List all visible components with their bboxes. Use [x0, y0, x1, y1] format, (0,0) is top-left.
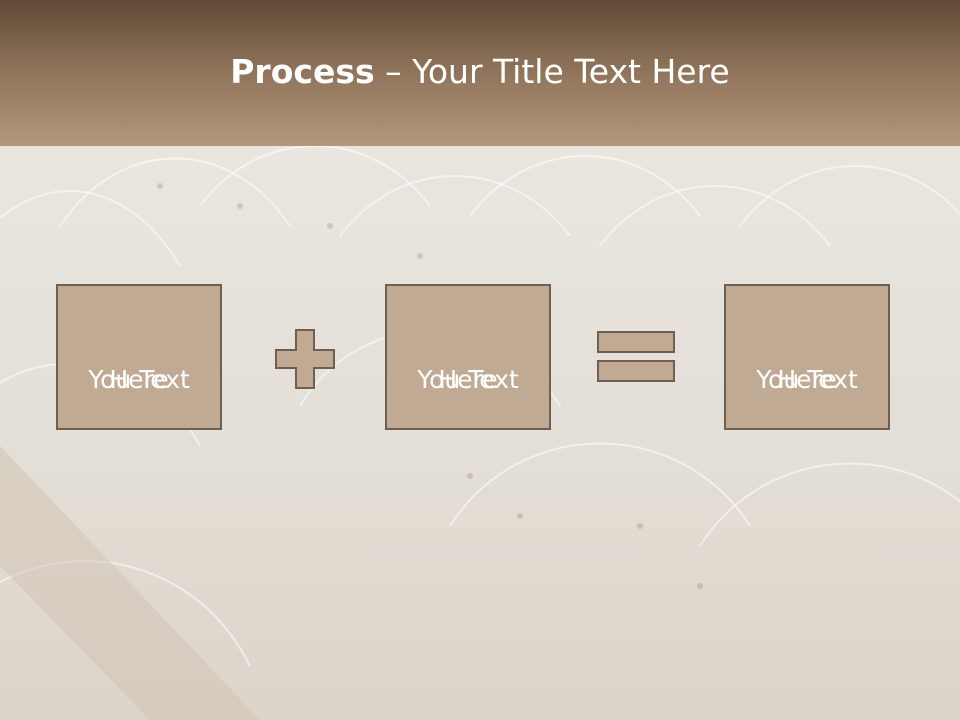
slide-title[interactable]: Process – Your Title Text Here [0, 52, 960, 91]
background-photo [0, 146, 960, 720]
equals-icon [597, 331, 675, 382]
title-bold: Process [230, 52, 375, 91]
greenhouse-tunnels-image [0, 146, 960, 720]
title-rest: – Your Title Text Here [374, 52, 730, 91]
plus-icon [275, 329, 335, 389]
header-band [0, 0, 960, 146]
